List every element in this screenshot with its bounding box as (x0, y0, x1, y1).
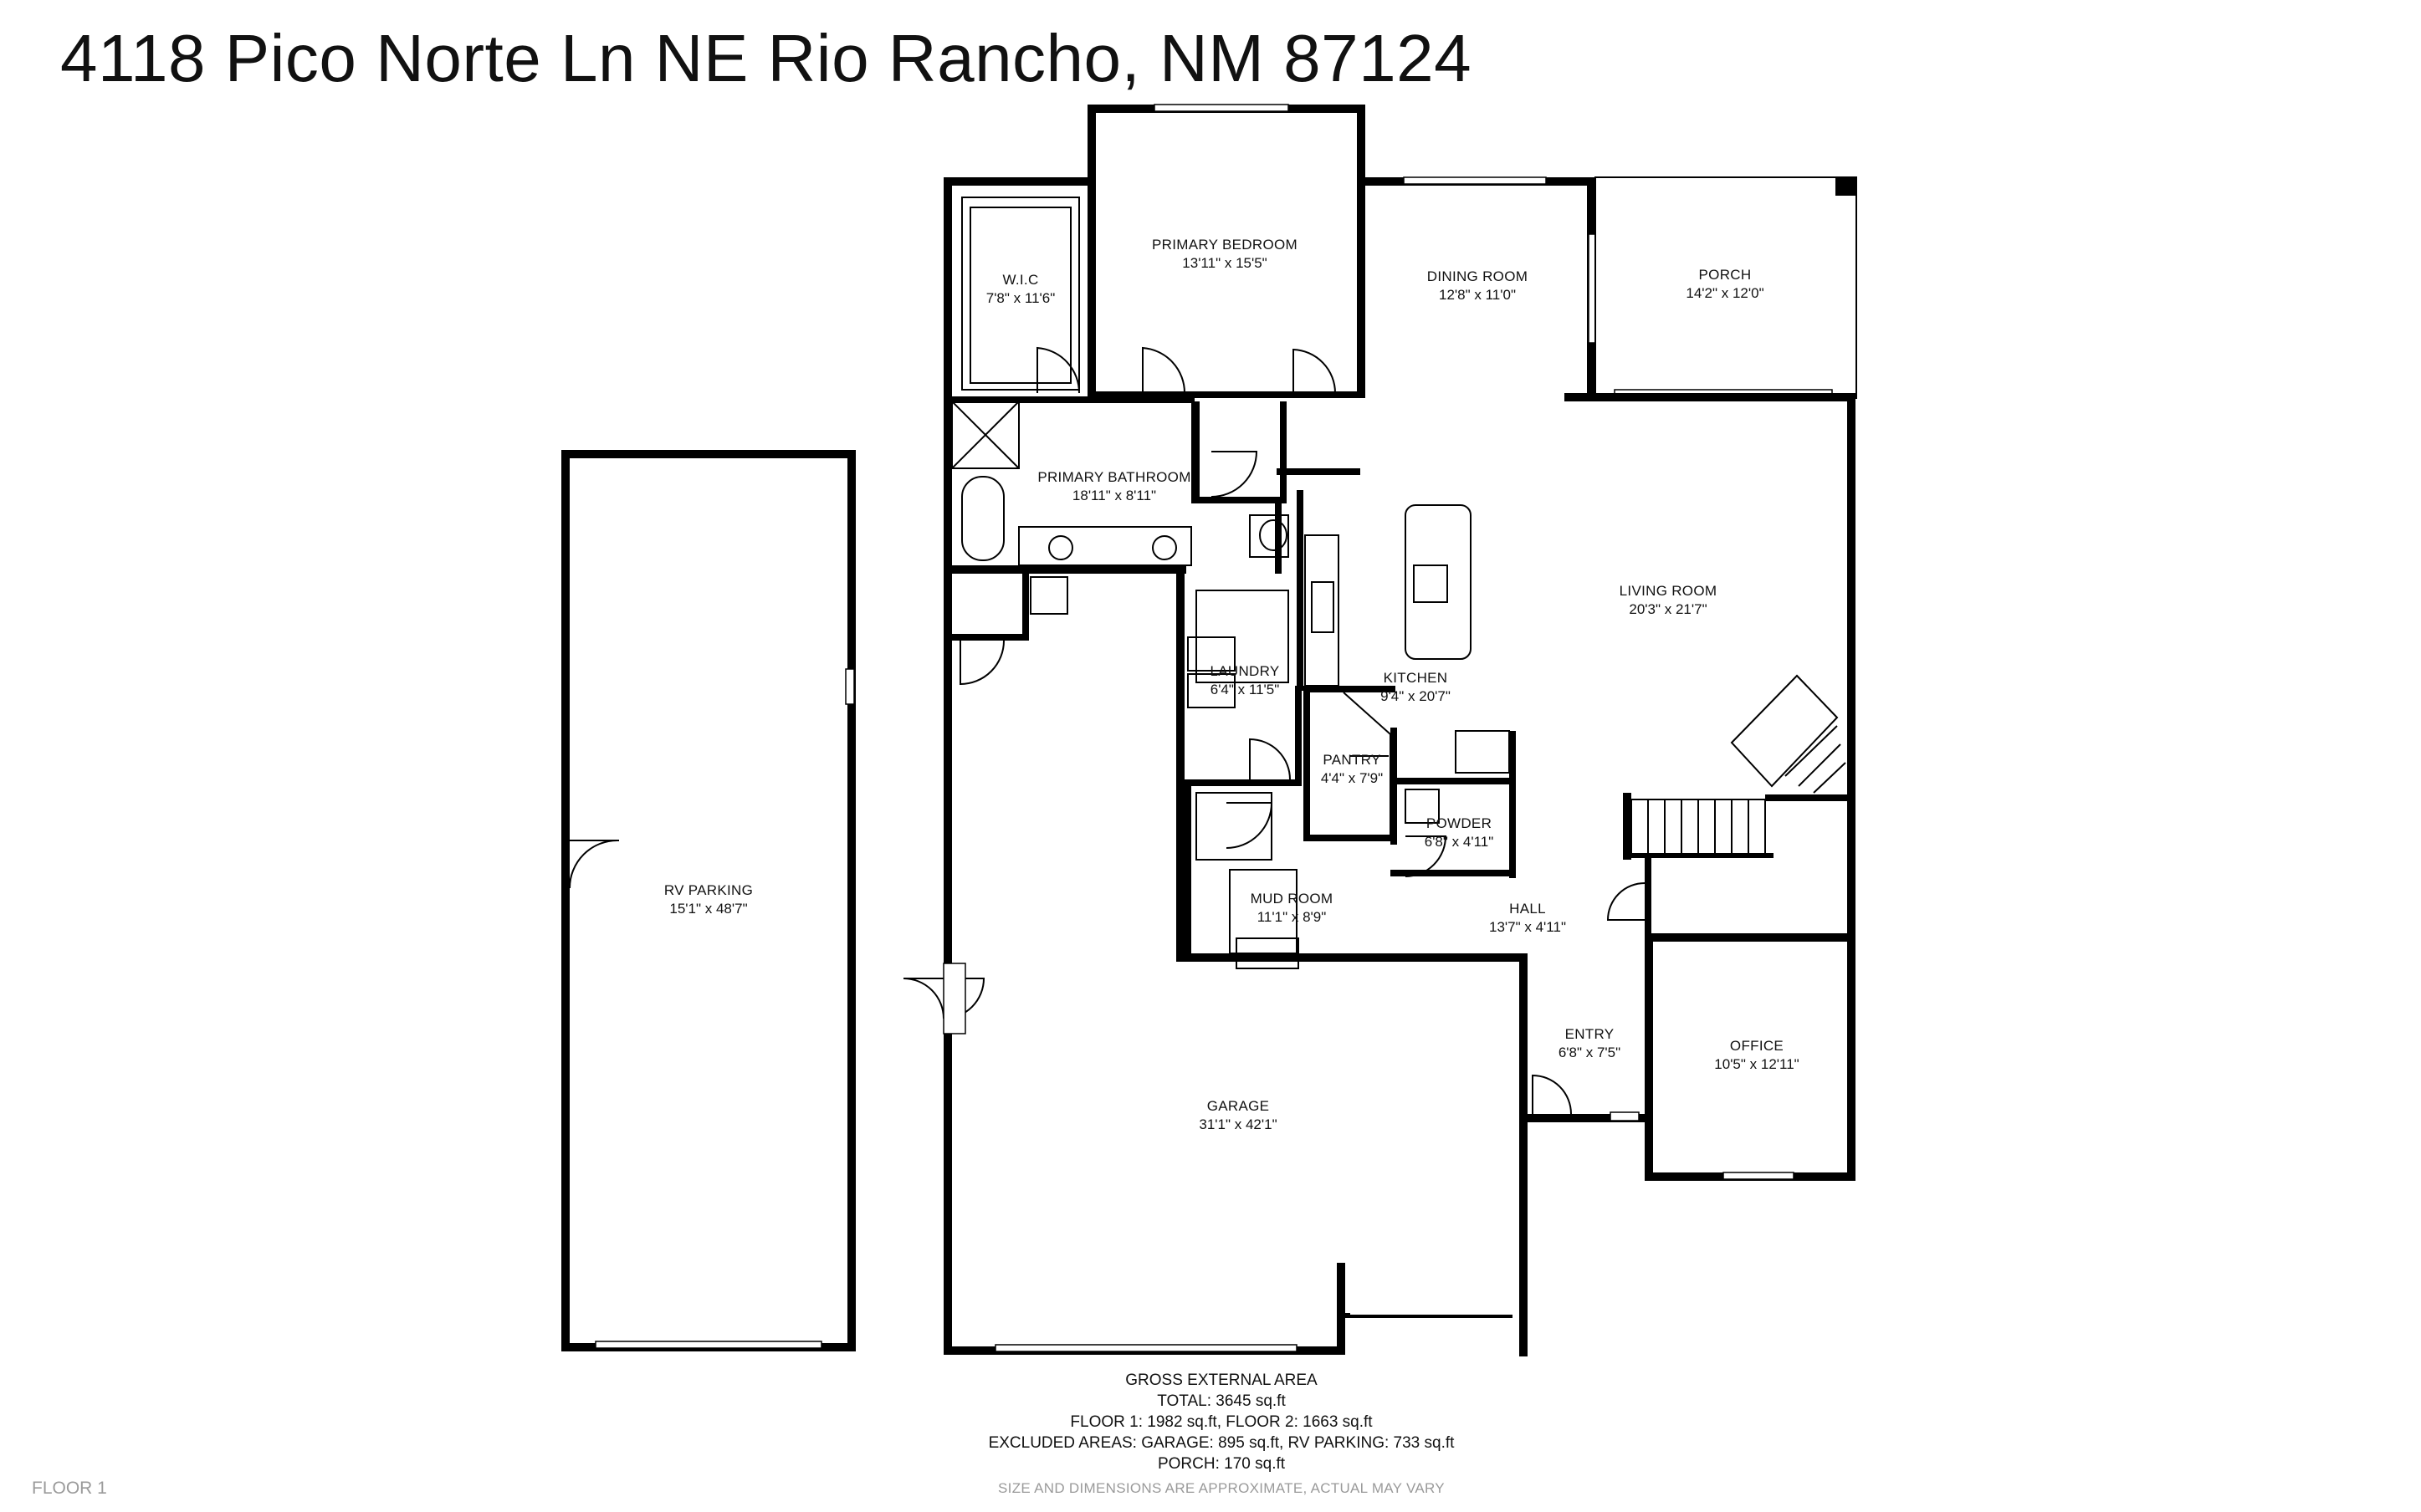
disclaimer: SIZE AND DIMENSIONS ARE APPROXIMATE, ACT… (998, 1480, 1445, 1496)
room-dims-mud-room: 11'1" x 8'9" (1257, 909, 1327, 925)
room-dims-hall: 13'7" x 4'11" (1489, 919, 1566, 935)
summary-excluded: EXCLUDED AREAS: GARAGE: 895 sq.ft, RV PA… (988, 1434, 1455, 1452)
room-name-office: OFFICE (1730, 1038, 1784, 1054)
interior-walls (944, 197, 1855, 969)
room-name-primary-bedroom: PRIMARY BEDROOM (1152, 237, 1298, 253)
rv-parking-structure (561, 450, 856, 1351)
summary-porch: PORCH: 170 sq.ft (1157, 1455, 1286, 1473)
room-name-porch: PORCH (1699, 267, 1752, 283)
doors (903, 346, 1646, 1115)
area-summary: GROSS EXTERNAL AREA TOTAL: 3645 sq.ft FL… (920, 1370, 1523, 1474)
room-dims-laundry: 6'4" x 11'5" (1210, 682, 1280, 697)
room-dims-porch: 14'2" x 12'0" (1686, 285, 1763, 301)
house-outer-walls (944, 104, 1857, 1356)
room-name-primary-bathroom: PRIMARY BATHROOM (1037, 469, 1190, 485)
room-dims-dining-room: 12'8" x 11'0" (1439, 287, 1516, 303)
summary-total: TOTAL: 3645 sq.ft (1157, 1392, 1286, 1410)
room-dims-living-room: 20'3" x 21'7" (1629, 601, 1707, 617)
floor-label: FLOOR 1 (32, 1479, 107, 1498)
room-name-dining-room: DINING ROOM (1427, 268, 1528, 284)
room-name-living-room: LIVING ROOM (1620, 583, 1717, 599)
room-dims-powder: 6'8" x 4'11" (1425, 834, 1494, 850)
room-dims-office: 10'5" x 12'11" (1714, 1056, 1799, 1072)
room-name-entry: ENTRY (1565, 1026, 1615, 1042)
summary-floors: FLOOR 1: 1982 sq.ft, FLOOR 2: 1663 sq.ft (1070, 1413, 1373, 1431)
room-name-mud-room: MUD ROOM (1251, 891, 1333, 907)
room-name-kitchen: KITCHEN (1384, 670, 1448, 686)
page-title: 4118 Pico Norte Ln NE Rio Rancho, NM 871… (60, 21, 1472, 95)
summary-heading: GROSS EXTERNAL AREA (1125, 1372, 1318, 1389)
room-dims-primary-bedroom: 13'11" x 15'5" (1182, 255, 1267, 271)
room-name-garage: GARAGE (1207, 1098, 1270, 1114)
room-name-rv-parking: RV PARKING (664, 882, 753, 898)
room-name-wic: W.I.C (1002, 272, 1038, 288)
room-name-pantry: PANTRY (1323, 752, 1380, 768)
room-dims-kitchen: 9'4" x 20'7" (1380, 688, 1451, 704)
room-dims-wic: 7'8" x 11'6" (986, 290, 1056, 306)
room-name-powder: POWDER (1426, 815, 1492, 831)
room-name-laundry: LAUNDRY (1210, 663, 1279, 679)
room-dims-pantry: 4'4" x 7'9" (1321, 770, 1383, 786)
room-name-hall: HALL (1509, 901, 1546, 917)
room-dims-entry: 6'8" x 7'5" (1559, 1045, 1620, 1060)
room-dims-primary-bathroom: 18'11" x 8'11" (1072, 488, 1156, 503)
room-labels: W.I.C 7'8" x 11'6" PRIMARY BEDROOM 13'11… (664, 237, 1799, 1132)
room-dims-garage: 31'1" x 42'1" (1199, 1116, 1277, 1132)
room-dims-rv-parking: 15'1" x 48'7" (669, 901, 747, 917)
